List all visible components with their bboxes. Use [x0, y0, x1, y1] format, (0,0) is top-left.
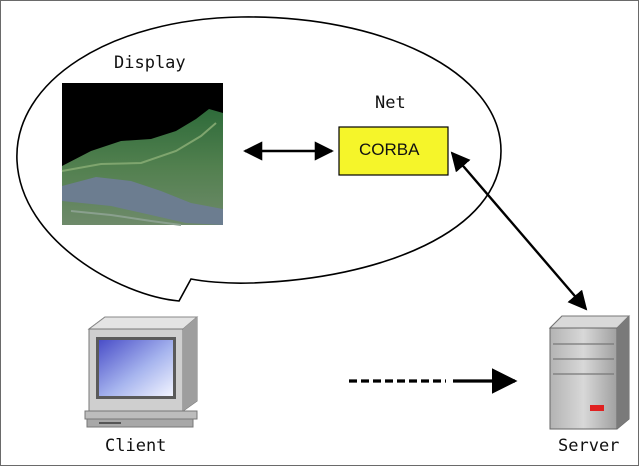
corba-box [338, 126, 449, 176]
corba-server-arrow [450, 151, 588, 311]
net-label: Net [375, 93, 406, 113]
server-label: Server [558, 436, 620, 456]
display-label: Display [114, 53, 186, 73]
terrain-display-image [61, 83, 223, 226]
corba-label: CORBA [359, 140, 420, 159]
server-tower-icon [548, 315, 631, 430]
client-label: Client [105, 436, 167, 456]
client-computer-icon [84, 316, 199, 428]
